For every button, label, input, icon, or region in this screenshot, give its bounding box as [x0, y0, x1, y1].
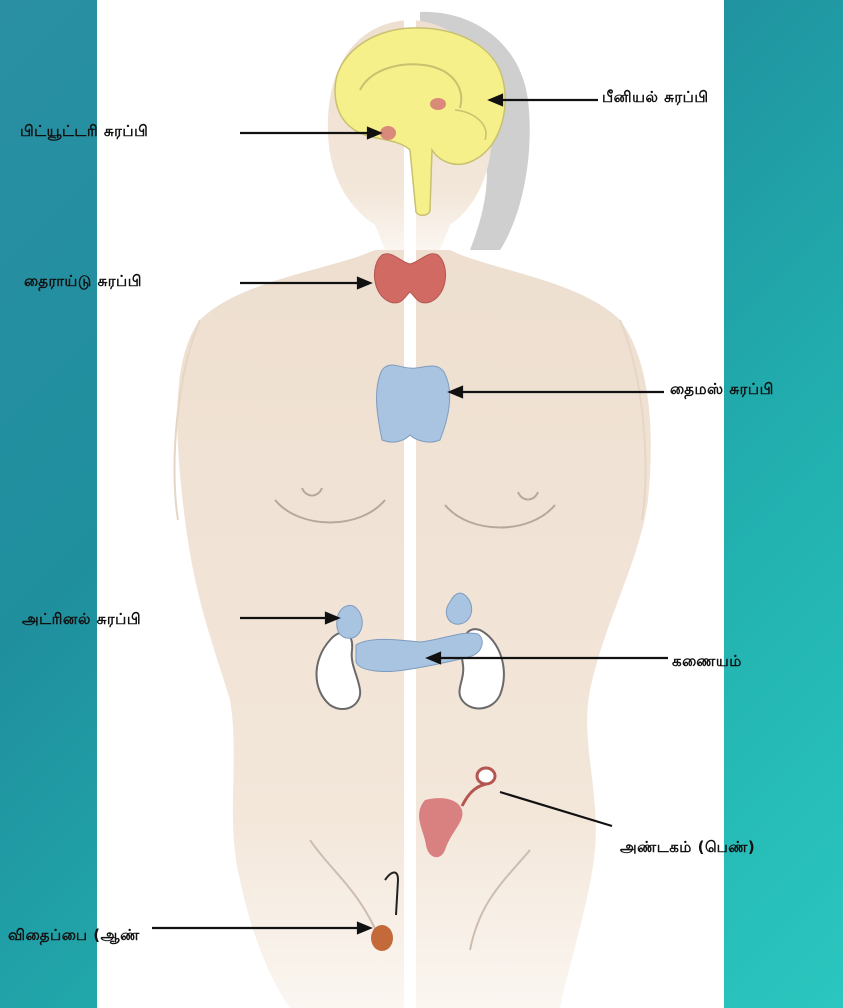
thymus-gland [377, 365, 450, 442]
label-pancreas: கணையம் [672, 652, 742, 672]
label-pineal-gland: பீனியல் சுரப்பி [602, 88, 709, 108]
label-ovary: அண்டகம் (பெண்) [620, 838, 755, 858]
testis [371, 925, 393, 951]
label-thyroid-gland: தைராய்டு சுரப்பி [24, 272, 142, 292]
label-pituitary-gland: பிட்யூட்டரி சுரப்பி [20, 122, 148, 142]
label-adrenal-gland: அட்ரினல் சுரப்பி [22, 610, 141, 630]
label-thymus-gland: தைமஸ் சுரப்பி [670, 380, 774, 400]
adrenal-gland-left [337, 605, 362, 638]
ovary [477, 768, 495, 784]
label-testis: விதைப்பை (ஆண் [8, 926, 140, 946]
pineal-gland [430, 98, 446, 110]
